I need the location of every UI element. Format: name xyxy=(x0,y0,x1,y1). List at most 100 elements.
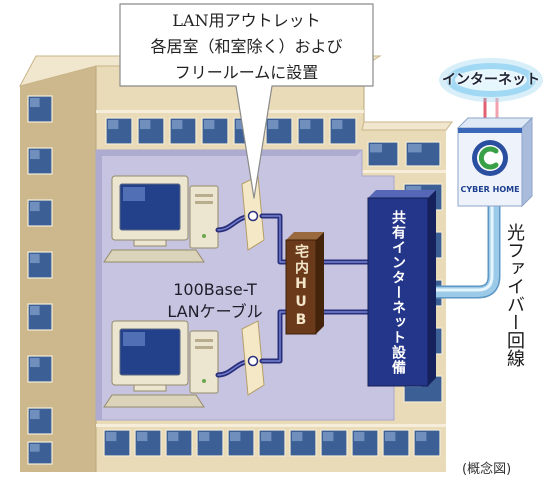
window-reflection xyxy=(30,202,40,212)
hub-side-face xyxy=(316,232,324,334)
window xyxy=(27,303,53,331)
window-glass xyxy=(196,429,224,457)
window-reflection xyxy=(168,432,179,442)
window xyxy=(169,117,197,145)
monitor-stand xyxy=(133,384,167,392)
window-reflection xyxy=(236,120,247,130)
window xyxy=(134,429,162,457)
keyboard xyxy=(103,394,205,408)
computer-icon xyxy=(103,320,219,408)
window-reflection xyxy=(230,432,241,442)
window-reflection xyxy=(140,120,151,130)
equipment-side-face xyxy=(428,190,436,386)
window-reflection xyxy=(30,410,40,420)
window xyxy=(196,429,224,457)
provider-box-top xyxy=(456,117,534,129)
window xyxy=(367,141,399,167)
hub-icon xyxy=(285,232,324,335)
window-reflection xyxy=(268,120,279,130)
window-glass xyxy=(137,117,165,145)
window xyxy=(351,429,379,457)
drive-slot xyxy=(195,339,213,342)
drive-slot xyxy=(195,194,213,197)
lan-cable-highlight xyxy=(261,311,289,362)
window xyxy=(413,429,441,457)
window xyxy=(405,141,441,167)
window-reflection xyxy=(416,432,427,442)
window xyxy=(27,95,53,123)
window-reflection xyxy=(172,120,183,130)
provider-box-band xyxy=(458,128,522,133)
screen-glare xyxy=(123,187,145,201)
outlet-socket xyxy=(247,355,259,367)
window xyxy=(265,117,293,145)
window-glass xyxy=(227,429,255,457)
window xyxy=(27,251,53,279)
window xyxy=(258,429,286,457)
callout-line-2: 各居室（和室除く）および xyxy=(150,37,343,56)
provider-box-icon: CYBER HOME xyxy=(456,116,534,208)
outlet-socket xyxy=(247,210,259,222)
computer-icon xyxy=(103,175,219,263)
window-reflection xyxy=(108,120,119,130)
window xyxy=(297,117,325,145)
diagram-caption: (概念図) xyxy=(462,462,512,477)
building-ledge xyxy=(96,424,446,427)
window xyxy=(27,355,53,383)
window-reflection xyxy=(30,306,40,316)
window-reflection xyxy=(323,432,334,442)
fiber-cable xyxy=(431,201,499,297)
keyboard xyxy=(103,249,205,263)
power-button xyxy=(202,234,206,238)
window-reflection xyxy=(199,432,210,442)
window xyxy=(320,429,348,457)
window xyxy=(382,429,410,457)
cable-label-spec: 100Base-T xyxy=(173,280,257,299)
window-reflection xyxy=(385,432,396,442)
screen-glare xyxy=(123,332,145,346)
window-reflection xyxy=(354,432,365,442)
internet-cloud-icon xyxy=(439,58,543,102)
lan-cable-highlight xyxy=(261,215,289,263)
window-reflection xyxy=(204,120,215,130)
internet-glow-core xyxy=(455,69,527,91)
window-reflection xyxy=(261,432,272,442)
provider-box-side xyxy=(521,116,533,208)
equipment-front-face xyxy=(367,197,429,387)
power-button xyxy=(202,379,206,383)
callout-bubble xyxy=(119,3,374,199)
hub-front-face xyxy=(285,239,317,335)
window-glass xyxy=(367,141,399,167)
window-reflection xyxy=(30,358,40,368)
fiber-label: 光ファイバー回線 xyxy=(504,223,525,367)
callout-line-3: フリールームに設置 xyxy=(174,63,319,82)
window xyxy=(201,117,229,145)
drive-slot xyxy=(195,201,213,204)
window-reflection xyxy=(30,254,40,264)
window-reflection xyxy=(106,432,117,442)
window-reflection xyxy=(408,144,422,153)
window xyxy=(289,429,317,457)
fiber-cable-highlight xyxy=(434,204,494,292)
internet-label: インターネット xyxy=(442,72,540,88)
hub-top-face xyxy=(286,232,324,240)
drive-slot xyxy=(195,346,213,349)
provider-logo-c xyxy=(478,146,499,170)
window-reflection xyxy=(370,144,382,153)
window xyxy=(329,117,357,145)
shared-equipment-label: 共有インターネット設備 xyxy=(390,209,406,375)
hub-label: 宅内HUB xyxy=(293,244,309,330)
building-ledge xyxy=(96,110,364,113)
callout-line-1: LAN用アウトレット xyxy=(172,11,321,30)
provider-logo-text: CYBER HOME xyxy=(460,185,519,194)
window-reflection xyxy=(137,432,148,442)
window xyxy=(103,429,131,457)
window-reflection xyxy=(332,120,343,130)
window xyxy=(27,441,53,465)
server-icon xyxy=(367,190,436,387)
window xyxy=(137,117,165,145)
window-reflection xyxy=(30,150,40,160)
window-reflection xyxy=(292,432,303,442)
